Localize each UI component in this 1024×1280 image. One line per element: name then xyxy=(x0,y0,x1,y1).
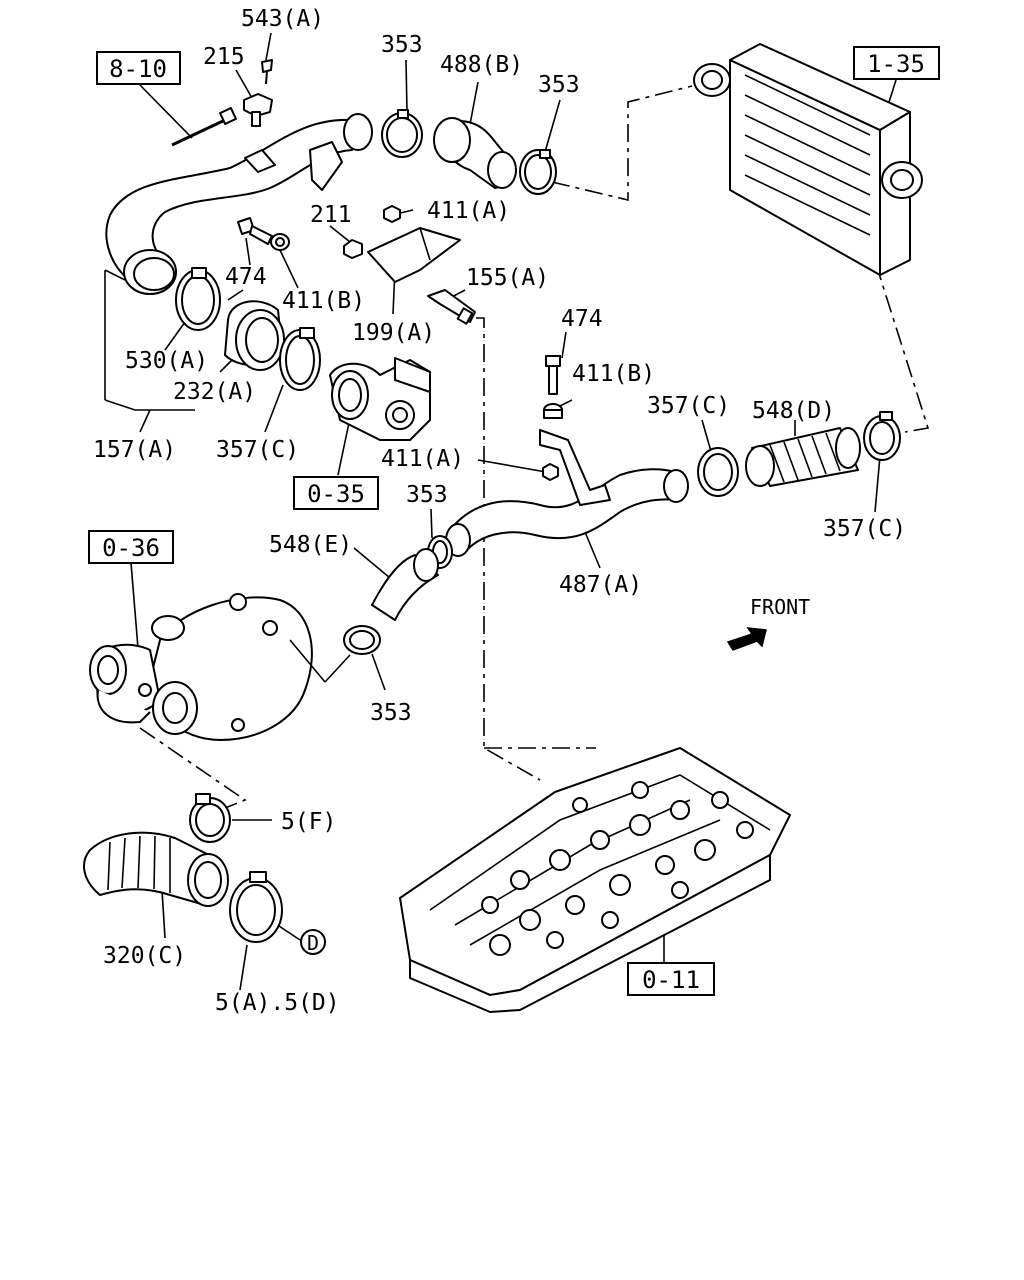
ref-box-1-35[interactable]: 1-35 xyxy=(853,46,940,80)
label-320c[interactable]: 320(C) xyxy=(103,943,186,969)
ref-box-8-10[interactable]: 8-10 xyxy=(96,51,181,85)
label-5f[interactable]: 5(F) xyxy=(281,809,336,835)
leader-lines xyxy=(104,32,897,991)
ref-box-0-11[interactable]: 0-11 xyxy=(627,962,715,996)
corrugated-hose-548d[interactable] xyxy=(745,427,861,487)
ref-1-35-text: 1-35 xyxy=(867,50,925,78)
callout-d[interactable]: D xyxy=(300,929,326,955)
elbow-pipe-488b[interactable] xyxy=(433,117,517,189)
hose-clamp-353-lower[interactable] xyxy=(343,625,381,655)
hose-clip-215[interactable] xyxy=(243,93,273,127)
ref-box-0-35[interactable]: 0-35 xyxy=(293,476,379,510)
screw-543a[interactable] xyxy=(261,59,273,85)
label-157a[interactable]: 157(A) xyxy=(93,437,176,463)
ref-0-36-text: 0-36 xyxy=(102,534,160,562)
throttle-body-0-35[interactable] xyxy=(329,357,431,441)
label-411a-top[interactable]: 411(A) xyxy=(427,198,510,224)
label-215[interactable]: 215 xyxy=(203,44,245,70)
washer-411b-middle[interactable] xyxy=(543,403,563,419)
nut-411a-top[interactable] xyxy=(383,205,401,223)
washer-411b-top[interactable] xyxy=(270,233,290,251)
label-411a-middle[interactable]: 411(A) xyxy=(381,446,464,472)
front-arrow-icon xyxy=(726,627,767,651)
ref-8-10-text: 8-10 xyxy=(109,55,167,83)
label-357c-mid[interactable]: 357(C) xyxy=(647,393,730,419)
upper-intake-hose[interactable] xyxy=(105,113,373,295)
label-155a[interactable]: 155(A) xyxy=(466,265,549,291)
ref-box-0-36[interactable]: 0-36 xyxy=(88,530,174,564)
label-353-pipe[interactable]: 353 xyxy=(406,482,448,508)
hose-clamp-353-top[interactable] xyxy=(381,109,423,158)
label-548e[interactable]: 548(E) xyxy=(269,532,352,558)
label-548d[interactable]: 548(D) xyxy=(752,398,835,424)
coupler-232a[interactable] xyxy=(224,300,285,371)
hose-clamp-357c-mid[interactable] xyxy=(697,447,739,497)
cylinder-head-0-11[interactable] xyxy=(399,747,791,1013)
hose-clamp-530a[interactable] xyxy=(175,267,221,331)
hose-clamp-353-right[interactable] xyxy=(519,149,557,195)
ref-0-11-text: 0-11 xyxy=(642,966,700,994)
nut-211[interactable] xyxy=(343,239,363,259)
ref-0-35-text: 0-35 xyxy=(307,480,365,508)
turbocharger-0-36[interactable] xyxy=(89,593,351,741)
label-211[interactable]: 211 xyxy=(310,202,352,228)
label-353-right[interactable]: 353 xyxy=(538,72,580,98)
label-5a-5d[interactable]: 5(A).5(D) xyxy=(215,990,340,1016)
hose-clamp-5a-5d[interactable] xyxy=(229,871,283,943)
label-487a[interactable]: 487(A) xyxy=(559,572,642,598)
label-530a[interactable]: 530(A) xyxy=(125,348,208,374)
hose-clamp-357c-left[interactable] xyxy=(279,327,321,391)
corrugated-hose-320c[interactable] xyxy=(83,831,229,907)
bolt-474-top[interactable] xyxy=(237,217,273,245)
label-front: FRONT xyxy=(750,595,810,619)
label-357c-left[interactable]: 357(C) xyxy=(216,437,299,463)
nut-411a-middle[interactable] xyxy=(542,463,559,481)
label-353-lower[interactable]: 353 xyxy=(370,700,412,726)
label-488b[interactable]: 488(B) xyxy=(440,52,523,78)
label-199a[interactable]: 199(A) xyxy=(352,320,435,346)
hose-clamp-357c-right[interactable] xyxy=(863,411,901,461)
label-411b-middle[interactable]: 411(B) xyxy=(572,361,655,387)
label-353-top[interactable]: 353 xyxy=(381,32,423,58)
part-labels: 543(A) 215 353 488(B) 353 211 411(A) 474… xyxy=(93,6,906,1016)
hose-548e[interactable] xyxy=(371,548,439,621)
callout-d-text: D xyxy=(307,931,319,955)
bolt-474-middle[interactable] xyxy=(545,355,561,395)
label-474-middle[interactable]: 474 xyxy=(561,306,603,332)
label-543a[interactable]: 543(A) xyxy=(241,6,324,32)
label-232a[interactable]: 232(A) xyxy=(173,379,256,405)
label-357c-right[interactable]: 357(C) xyxy=(823,516,906,542)
label-474-top[interactable]: 474 xyxy=(225,264,267,290)
hose-clamp-5f[interactable] xyxy=(189,793,231,843)
sensor-155a[interactable] xyxy=(427,289,476,325)
intercooler-pipe-487a[interactable] xyxy=(445,429,689,557)
intercooler-1-35[interactable] xyxy=(693,43,923,276)
label-411b-top[interactable]: 411(B) xyxy=(282,288,365,314)
bracket-199a[interactable] xyxy=(367,227,461,283)
sensor-rod[interactable] xyxy=(171,107,237,147)
